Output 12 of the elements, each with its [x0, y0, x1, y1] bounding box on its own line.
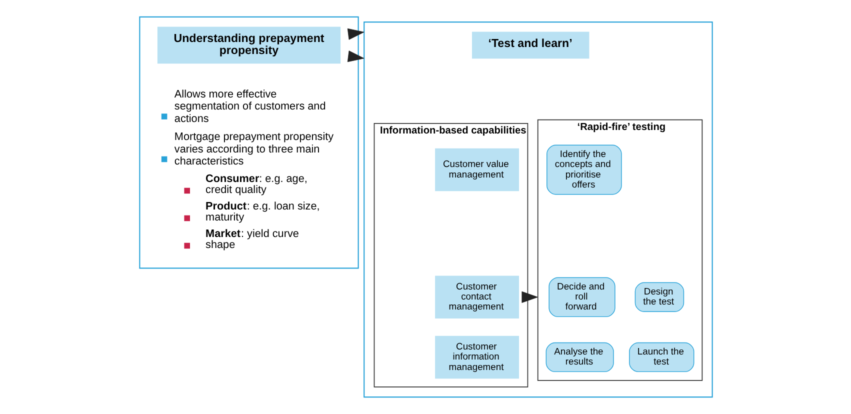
node-box: Launch the test: [628, 342, 694, 372]
node-box: Analyse the results: [545, 342, 614, 372]
node-box: Decide and roll forward: [548, 277, 615, 318]
node-box: Customer information management: [434, 336, 519, 379]
node-box: Identify the concepts and prioritise offers: [546, 144, 622, 195]
node-box: Customer contact management: [434, 276, 519, 318]
arrow: [521, 291, 538, 303]
cluster: [363, 22, 712, 398]
node-box: Understanding prepayment propensity: [156, 26, 340, 64]
node-box: Design the test: [634, 282, 684, 312]
node-box: ‘Test and learn’: [471, 32, 589, 59]
node-box: Customer value management: [434, 148, 519, 192]
